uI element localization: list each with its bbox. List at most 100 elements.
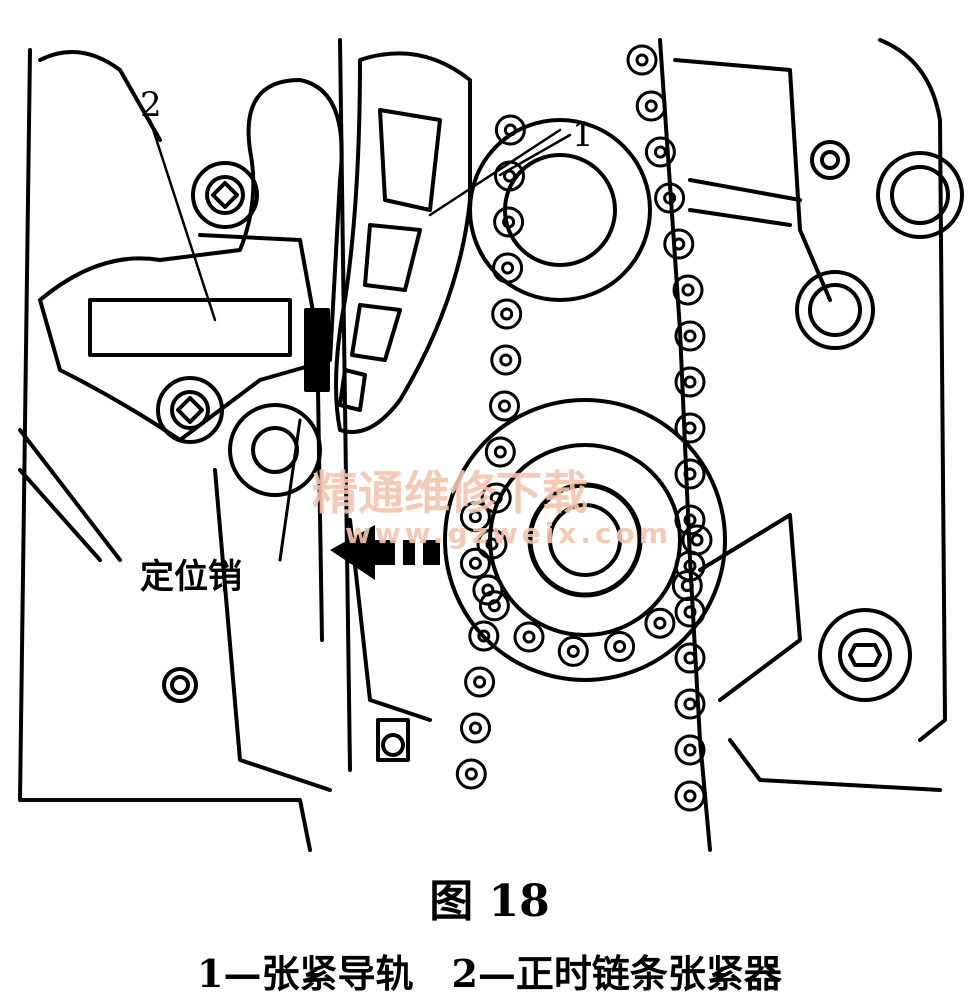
chain-pin: [683, 789, 697, 803]
tensioner-bracket: [38, 78, 344, 442]
figure-legend: 1—张紧导轨 2—正时链条张紧器: [197, 951, 782, 996]
chain-pin: [487, 599, 501, 613]
chain-link: [604, 631, 636, 662]
chain-pin: [635, 53, 649, 67]
chain-link: [674, 412, 706, 444]
small-hole: [162, 667, 198, 703]
leader-1: [498, 133, 572, 177]
chain-pin: [683, 375, 697, 389]
chain-link: [459, 547, 491, 579]
chain-pin: [502, 215, 516, 229]
chain-link: [626, 44, 658, 76]
upper-sprocket: [468, 118, 652, 302]
chain-pin: [672, 237, 686, 251]
chain-pin: [489, 491, 503, 505]
watermark-cn: 精通维修下载: [312, 466, 588, 520]
chain-link: [472, 574, 504, 606]
tensioner-bolt-top: [191, 161, 259, 229]
chain-pin: [469, 721, 482, 735]
chain-pin: [683, 329, 697, 343]
chain-pin: [653, 616, 667, 630]
chain-pin: [499, 353, 513, 367]
chain-pin: [683, 651, 697, 665]
chain-pin: [680, 579, 694, 593]
chain-pin: [485, 537, 499, 551]
idler-bush: [228, 403, 322, 497]
chain-pin: [690, 533, 704, 547]
chain-pin: [613, 640, 627, 653]
chain-link: [671, 570, 703, 602]
chain-pin: [498, 399, 511, 413]
chain-link: [674, 504, 706, 536]
chain-pin: [663, 191, 677, 205]
chain-link: [468, 620, 500, 652]
chain-link: [489, 390, 520, 422]
chain-pin: [468, 556, 482, 570]
chain-link: [490, 344, 522, 376]
chain-pin: [683, 697, 697, 711]
leader-2: [148, 118, 217, 322]
chain-link: [654, 182, 686, 214]
chain-link: [480, 482, 512, 514]
chain-pin: [683, 743, 697, 757]
chain-link: [455, 758, 487, 790]
right-boss: [795, 140, 964, 350]
chain-link: [674, 734, 706, 766]
chain-pin: [468, 510, 482, 524]
chain-pin: [477, 629, 491, 643]
chain-link: [513, 621, 545, 653]
chain-pin: [500, 307, 514, 321]
chain-pin: [683, 605, 697, 619]
chain-pin: [503, 123, 517, 137]
chain-link: [494, 114, 526, 146]
chain-link: [493, 206, 525, 238]
chain-link: [644, 607, 676, 639]
chain-link: [681, 524, 713, 556]
chain-link: [492, 252, 524, 284]
chain-link: [478, 590, 510, 622]
chain-pin: [644, 99, 658, 113]
chain-pin: [501, 261, 515, 275]
lower-bolt: [376, 718, 410, 762]
chain-link: [644, 136, 676, 168]
chain-link: [674, 366, 706, 398]
chain-link: [674, 688, 706, 720]
chain-link: [674, 780, 706, 812]
label-locating-pin: 定位销: [140, 557, 242, 597]
chain-pin: [522, 630, 536, 644]
chain-link: [635, 90, 667, 122]
label-two: 2: [140, 85, 162, 125]
chain-pin: [493, 445, 507, 459]
chain-pin: [464, 767, 478, 781]
chain-pin: [653, 145, 667, 159]
chain-link: [674, 320, 706, 352]
chain-link: [464, 666, 496, 698]
chain-pin: [683, 421, 697, 435]
tensioner-bolt-bottom: [156, 376, 224, 444]
chain-link: [663, 228, 695, 260]
chain-link: [557, 635, 589, 667]
chain-link: [459, 501, 491, 533]
timing-chain: [455, 44, 713, 812]
chain-link: [484, 436, 516, 468]
chain-link: [674, 458, 706, 490]
direction-arrow: [330, 525, 440, 580]
guide-pivot-bolt: [818, 608, 912, 702]
watermark-url: www.gzweix.com: [345, 517, 672, 550]
chain-link: [491, 298, 523, 330]
chain-pin: [683, 513, 697, 527]
chain-link: [494, 160, 525, 192]
chain-link: [674, 596, 706, 628]
chain-link: [476, 528, 508, 560]
chain-pin: [683, 467, 697, 481]
locating-pin: [278, 308, 330, 642]
chain-pin: [681, 283, 695, 297]
figure-title: 图 18: [429, 876, 550, 927]
chain-link: [672, 274, 704, 306]
label-one: 1: [572, 115, 594, 155]
timing-chain-drawing: [18, 38, 964, 852]
chain-link: [460, 712, 491, 744]
chain-link: [674, 642, 706, 674]
chain-pin: [566, 644, 580, 658]
chain-pin: [473, 675, 487, 689]
